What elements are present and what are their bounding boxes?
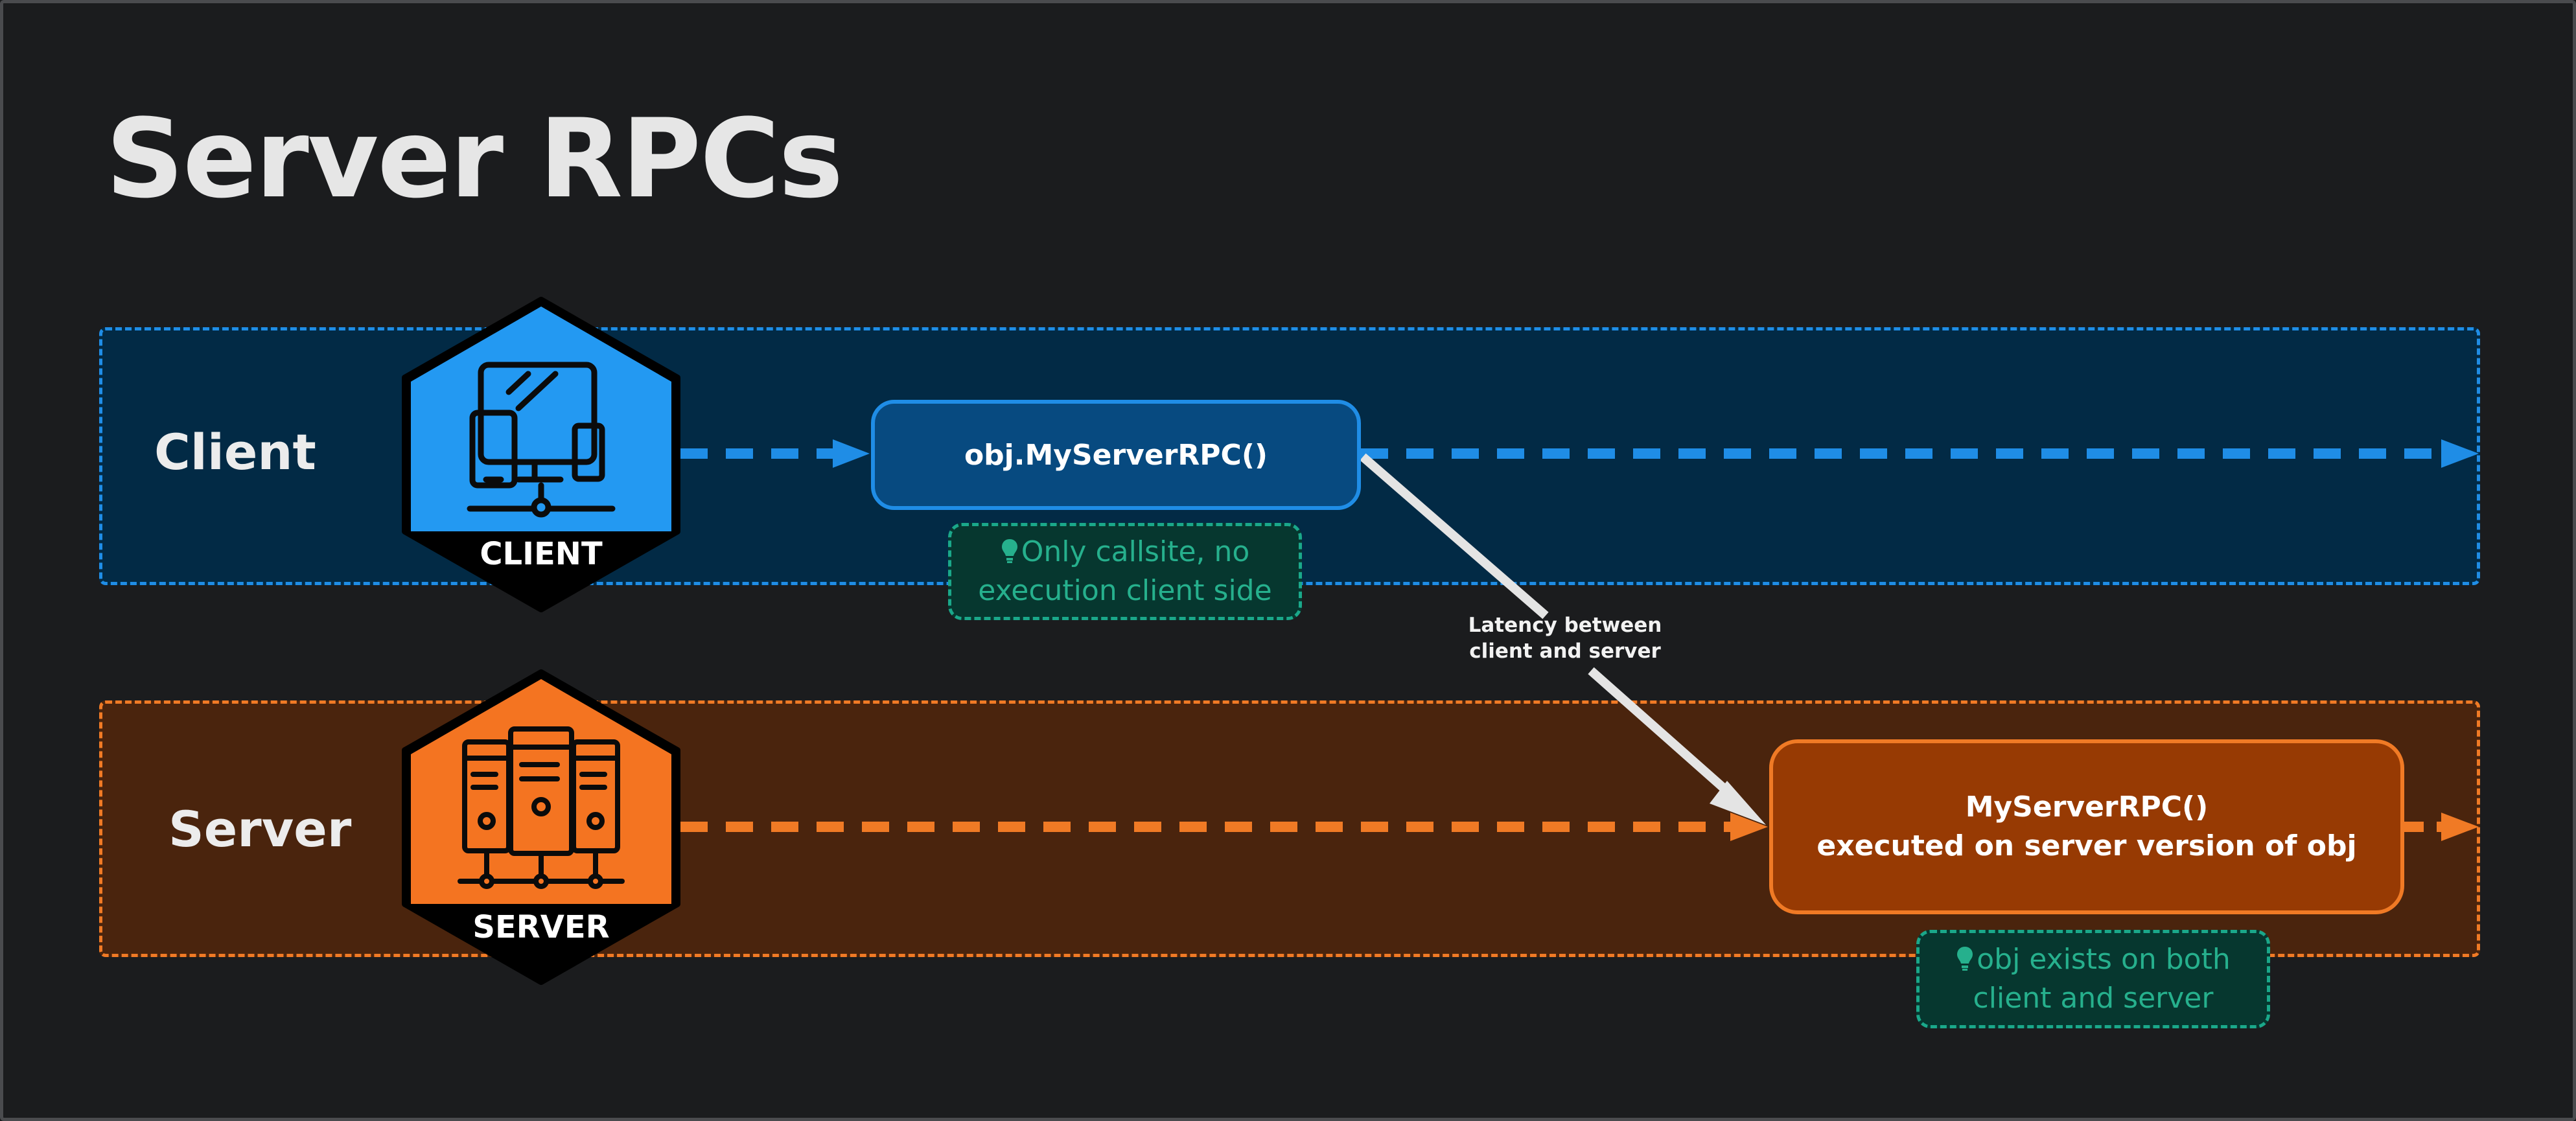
server-flow-arrow-in (680, 813, 1768, 841)
server-exec-node: MyServerRPC() executed on server version… (1769, 739, 2404, 914)
lightbulb-icon (1956, 944, 1974, 980)
server-note-line1: obj exists on both (1977, 943, 2231, 976)
latency-arrow (1360, 453, 1766, 825)
server-badge-label: SERVER (472, 909, 610, 945)
client-note-line2: execution client side (978, 574, 1272, 607)
page-title: Server RPCs (106, 95, 843, 222)
server-badge (402, 669, 680, 985)
client-badge-label: CLIENT (480, 536, 603, 572)
client-note-line1: Only callsite, no (1021, 535, 1250, 568)
devices-icon (467, 362, 616, 518)
client-lane-label: Client (154, 423, 316, 481)
lightbulb-icon (1001, 537, 1019, 573)
client-flow-arrow-out (1361, 439, 2479, 468)
server-note-line2: client and server (1973, 982, 2214, 1015)
client-call-label: obj.MyServerRPC() (964, 438, 1268, 472)
server-exec-label-line2: executed on server version of obj (1816, 829, 2357, 862)
diagram-connectors (402, 297, 2479, 985)
server-exec-label-line1: MyServerRPC() (1965, 791, 2209, 824)
client-flow-arrow-in (680, 439, 870, 468)
server-flow-arrow-out (2404, 813, 2479, 841)
client-note: Only callsite, no execution client side (948, 523, 1302, 620)
latency-label: Latency between client and server (1435, 612, 1695, 664)
client-call-node: obj.MyServerRPC() (871, 400, 1361, 510)
server-rack-icon (458, 726, 625, 889)
client-badge (402, 297, 680, 612)
server-lane-label: Server (168, 800, 352, 858)
latency-label-line2: client and server (1469, 640, 1661, 663)
server-note: obj exists on both client and server (1916, 930, 2270, 1028)
latency-label-line1: Latency between (1468, 614, 1662, 637)
